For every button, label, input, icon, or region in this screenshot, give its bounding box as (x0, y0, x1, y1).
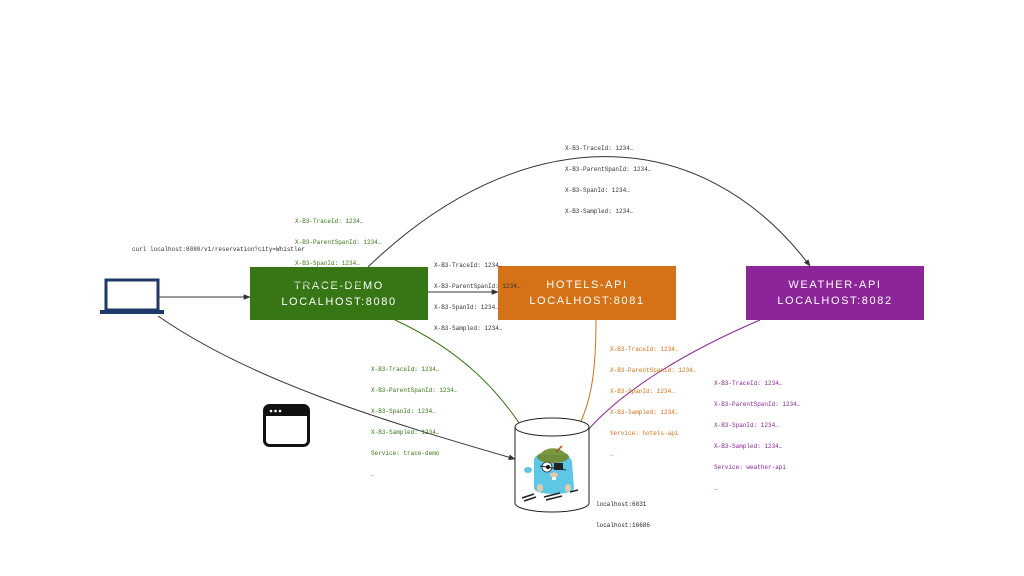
service-box-trace-demo: TRACE-DEMO LOCALHOST:8080 (250, 267, 428, 320)
header-line: X-B3-SpanId: 1234… (434, 304, 499, 311)
service-box-hotels-api: HOTELS-API LOCALHOST:8081 (498, 266, 676, 320)
header-line: X-B3-Sampled: 1234… (565, 208, 634, 215)
headers-trace-demo-to-hotels-api: X-B3-TraceId: 1234… X-B3-ParentSpanId: 1… (434, 248, 520, 339)
span-line: Service: trace-demo (371, 450, 440, 457)
span-line: X-B3-Sampled: 1234… (714, 443, 783, 450)
span-line: X-B3-ParentSpanId: 1234… (610, 367, 697, 374)
jaeger-gopher-icon (521, 445, 579, 502)
span-line: X-B3-TraceId: 1234… (610, 346, 679, 353)
service-box-weather-api: WEATHER-API LOCALHOST:8082 (746, 266, 924, 320)
span-weather-api: X-B3-TraceId: 1234… X-B3-ParentSpanId: 1… (714, 366, 800, 499)
span-hotels-api: X-B3-TraceId: 1234… X-B3-ParentSpanId: 1… (610, 332, 696, 465)
header-line: X-B3-TraceId: 1234… (565, 145, 634, 152)
span-line: … (371, 471, 375, 478)
headers-client-to-trace-demo: X-B3-TraceId: 1234… X-B3-ParentSpanId: 1… (295, 204, 381, 295)
span-line: X-B3-SpanId: 1234… (714, 422, 779, 429)
span-line: X-B3-TraceId: 1234… (371, 366, 440, 373)
collector-line: localhost:6831 (596, 501, 647, 508)
span-line: X-B3-TraceId: 1234… (714, 380, 783, 387)
header-line: X-B3-ParentSpanId: 1234… (434, 283, 521, 290)
header-line: X-B3-ParentSpanId: 1234… (565, 166, 652, 173)
laptop-icon (100, 278, 164, 314)
collector-line: localhost:16686 (596, 522, 651, 529)
service-name: WEATHER-API (788, 279, 882, 291)
span-line: X-B3-Sampled: 1234… (610, 409, 679, 416)
service-host: LOCALHOST:8081 (529, 295, 645, 307)
header-line: X-B3-TraceId: 1234… (434, 262, 503, 269)
header-line: X-B3-TraceId: 1234… (295, 218, 364, 225)
collector-ports: localhost:6831 localhost:16686 (596, 487, 650, 536)
span-line: X-B3-SpanId: 1234… (610, 388, 675, 395)
service-host: LOCALHOST:8080 (281, 295, 397, 308)
arrow-weather-api-to-collector (581, 319, 761, 438)
span-line: Service: weather-api (714, 464, 787, 471)
header-line: X-B3-ParentSpanId: 1234… (295, 239, 382, 246)
span-line: … (714, 485, 718, 492)
header-line: X-B3-Sampled: 1234… (434, 325, 503, 332)
arrow-client-to-collector (157, 315, 516, 460)
span-line: X-B3-ParentSpanId: 1234… (371, 387, 458, 394)
span-trace-demo: X-B3-TraceId: 1234… X-B3-ParentSpanId: 1… (371, 352, 457, 485)
service-name: TRACE-DEMO (294, 279, 384, 292)
arrow-trace-demo-to-weather-api (367, 156, 811, 268)
headers-trace-demo-to-weather-api: X-B3-TraceId: 1234… X-B3-ParentSpanId: 1… (565, 131, 651, 222)
header-line: X-B3-Sampled: 1234… (295, 281, 364, 288)
header-line: X-B3-SpanId: 1234… (565, 187, 630, 194)
curl-command: curl localhost:8080/v1/reservation?city=… (132, 246, 305, 253)
span-line: … (610, 451, 614, 458)
service-name: HOTELS-API (546, 279, 628, 291)
span-line: X-B3-Sampled: 1234… (371, 429, 440, 436)
browser-window-icon (263, 404, 310, 447)
span-line: X-B3-SpanId: 1234… (371, 408, 436, 415)
span-line: Service: hotels-api (610, 430, 679, 437)
span-line: X-B3-ParentSpanId: 1234… (714, 401, 801, 408)
header-line: X-B3-SpanId: 1234… (295, 260, 360, 267)
service-host: LOCALHOST:8082 (777, 295, 893, 307)
